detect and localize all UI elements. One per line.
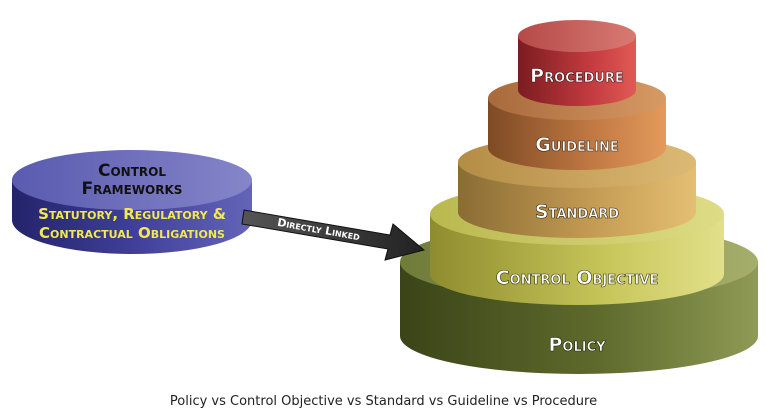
- figure-caption: Policy vs Control Objective vs Standard …: [169, 394, 598, 409]
- diagram-canvas: Procedure Guideline Standard Control Obj…: [12, 20, 758, 374]
- tier-label-policy: Policy: [548, 334, 606, 356]
- tier-procedure: [518, 20, 636, 106]
- tier-label-procedure: Procedure: [530, 65, 624, 87]
- framework-title-line1: Control: [98, 161, 166, 181]
- tier-label-control-objective: Control Objective: [496, 267, 659, 289]
- tier-label-guideline: Guideline: [535, 134, 619, 156]
- tier-label-standard: Standard: [535, 201, 619, 223]
- directly-linked-arrow: [241, 209, 426, 261]
- framework-subtitle-line2: Contractual Obligations: [39, 224, 225, 242]
- arrow-label: Directly Linked: [276, 216, 361, 243]
- framework-title-line2: Frameworks: [82, 179, 183, 199]
- framework-subtitle-line1: Statutory, Regulatory &: [38, 205, 226, 223]
- control-frameworks-disc: [12, 150, 252, 254]
